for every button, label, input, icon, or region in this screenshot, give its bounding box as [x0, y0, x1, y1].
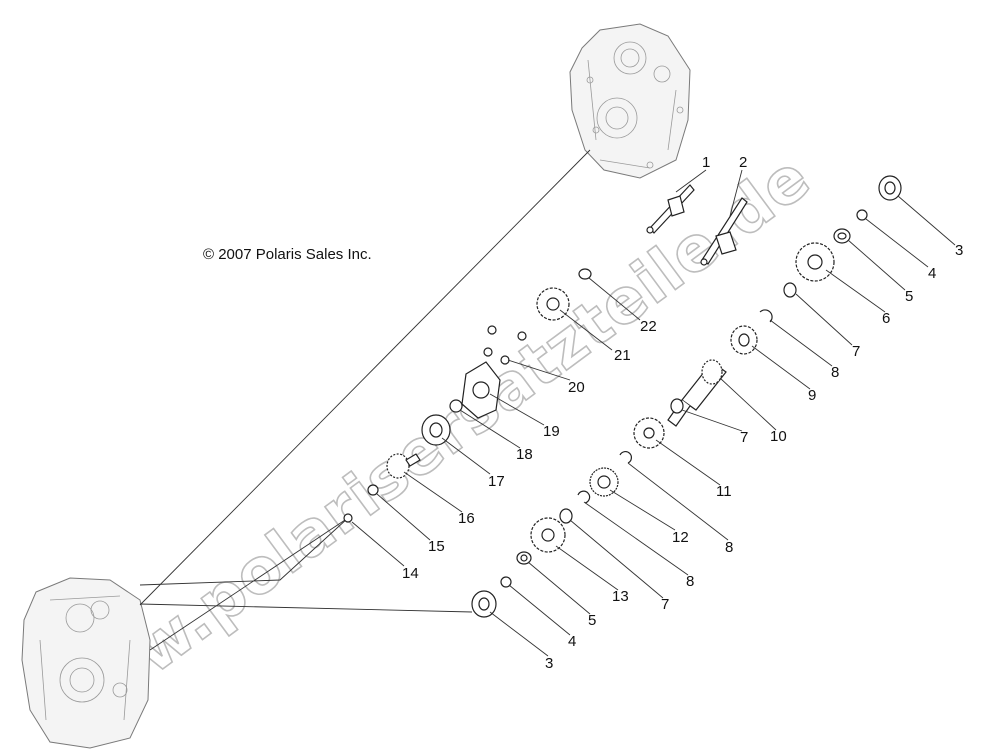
callout-8-lower: 8 [686, 573, 694, 590]
callout-4-upper: 4 [928, 265, 936, 282]
callout-3-upper: 3 [955, 242, 963, 259]
callout-1: 1 [702, 154, 710, 171]
snap-ring-8-upper [759, 309, 773, 323]
shaft-16 [386, 453, 421, 479]
gear-12 [589, 467, 619, 497]
callout-10: 10 [770, 428, 787, 445]
snap-ring-8-lower [577, 490, 591, 504]
callout-13: 13 [612, 588, 629, 605]
callout-11: 11 [716, 483, 732, 500]
callout-4-lower: 4 [568, 633, 576, 650]
shift-fork-2 [700, 197, 748, 266]
washer-15 [367, 484, 379, 496]
callout-12: 12 [672, 529, 689, 546]
callout-6: 6 [882, 310, 890, 327]
callout-7-mid: 7 [740, 429, 748, 446]
gear-11 [633, 417, 665, 449]
snap-ring-8-mid [619, 451, 632, 464]
gear-21 [536, 287, 570, 321]
washer-5-lower [516, 551, 532, 565]
callout-18: 18 [516, 446, 533, 463]
callout-17: 17 [488, 473, 505, 490]
bearing-7-upper [783, 282, 797, 298]
bolts-20 [483, 325, 527, 365]
shift-fork-1 [646, 184, 695, 234]
callout-16: 16 [458, 510, 475, 527]
bearing-3-upper [878, 175, 902, 201]
callout-labels: 1 2 3 4 5 6 7 8 9 10 7 11 8 12 8 7 13 5 … [402, 154, 963, 672]
shaft-10 [667, 359, 727, 427]
bearing-7-mid [670, 398, 684, 414]
gear-6 [795, 242, 835, 282]
callout-3-lower: 3 [545, 655, 553, 672]
callout-5-upper: 5 [905, 288, 913, 305]
callout-20: 20 [568, 379, 585, 396]
washer-4-lower [500, 576, 512, 588]
callout-8-upper: 8 [831, 364, 839, 381]
callout-2: 2 [739, 154, 747, 171]
callout-7-lower: 7 [661, 596, 669, 613]
washer-5-upper [833, 228, 851, 244]
callout-21: 21 [614, 347, 631, 364]
washer-4-upper [856, 209, 868, 221]
gear-13 [530, 517, 566, 553]
callout-19: 19 [543, 423, 560, 440]
callout-9: 9 [808, 387, 816, 404]
washer-18 [449, 399, 463, 413]
bearing-7-lower [559, 508, 573, 524]
callout-5-lower: 5 [588, 612, 596, 629]
callout-22: 22 [640, 318, 657, 335]
callout-8-mid: 8 [725, 539, 733, 556]
callout-leaders [351, 169, 956, 657]
washer-22 [578, 268, 592, 280]
callout-15: 15 [428, 538, 445, 555]
callout-14: 14 [402, 565, 419, 582]
case-leader-lines [139, 149, 591, 651]
bearing-3-lower [471, 590, 497, 618]
callout-7-upper: 7 [852, 343, 860, 360]
copyright-text: © 2007 Polaris Sales Inc. [203, 246, 372, 263]
upper-transmission-case [569, 23, 691, 179]
pin-14 [343, 513, 353, 523]
bearing-17 [421, 414, 451, 446]
gear-9 [730, 325, 758, 355]
lower-transmission-case [21, 577, 151, 749]
